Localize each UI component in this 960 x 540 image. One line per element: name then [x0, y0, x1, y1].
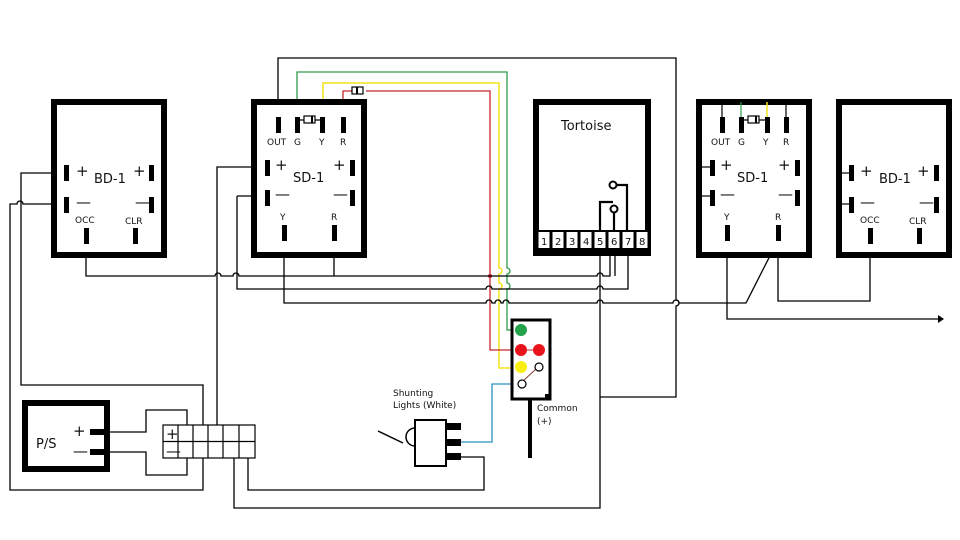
sd1-right-r-label: R	[783, 138, 789, 148]
sd1-left-minus-left: —	[275, 185, 290, 203]
wire-right-r-occ	[777, 240, 871, 302]
tortoise-terminal	[594, 232, 606, 248]
contact-icon	[609, 204, 619, 214]
diode-icon	[744, 115, 765, 124]
sd1-right-title: SD-1	[737, 171, 768, 186]
bd1-left-plus-right: +	[133, 162, 146, 180]
tortoise-terminal	[566, 232, 578, 248]
tortoise-terminal	[636, 232, 648, 248]
tortoise-terminal	[608, 232, 620, 248]
wire-right-y-arrow	[726, 240, 938, 320]
ps-plus: +	[73, 422, 86, 440]
toggle-label-1: Shunting	[393, 389, 433, 399]
common-plus-label: (+)	[537, 417, 552, 427]
bd1-right-minus-right: —	[919, 193, 934, 211]
bd1-left-block: + + BD-1 — — OCC CLR	[51, 99, 167, 258]
wire-bd1-minus	[9, 200, 204, 491]
lamp-white-icon	[534, 362, 544, 372]
tortoise-terminal-label: 4	[583, 237, 589, 248]
ps-title: P/S	[36, 437, 56, 452]
sd1-right-plus-right: +	[778, 156, 791, 174]
ps-minus: —	[73, 442, 88, 460]
lamp-red-icon	[533, 344, 545, 356]
power-supply-block: + — P/S	[22, 400, 110, 472]
tortoise-terminal-label: 1	[541, 237, 547, 248]
tortoise-terminal	[552, 232, 564, 248]
common-label: Common	[537, 404, 578, 414]
sd1-right-minus-left: —	[720, 185, 735, 203]
diode-icon	[300, 115, 320, 124]
wire-bd1-plus	[20, 172, 204, 425]
toggle-switch[interactable]: Shunting Lights (White)	[377, 389, 461, 467]
bd1-right-occ: OCC	[860, 216, 880, 226]
bd1-right-title: BD-1	[879, 172, 911, 187]
terminal-strip: + —	[162, 424, 256, 460]
tortoise-terminal	[580, 232, 592, 248]
bd1-right-plus-right: +	[917, 162, 930, 180]
bd1-right-plus-left: +	[860, 162, 873, 180]
wire-tortoise-5	[233, 250, 601, 509]
tortoise-terminal-label: 6	[611, 237, 617, 248]
lamp-yellow-icon	[515, 361, 527, 373]
sd1-left-out-label: OUT	[267, 138, 287, 148]
sd1-left-title: SD-1	[293, 171, 324, 186]
signal-head: Common (+)	[510, 318, 578, 427]
strip-minus: —	[166, 442, 181, 460]
sd1-right-bottom-r: R	[775, 213, 781, 223]
bd1-left-clr: CLR	[125, 217, 143, 227]
sd1-right-g-label: G	[738, 138, 745, 148]
tortoise-terminal-label: 5	[597, 237, 603, 248]
bd1-right-minus-left: —	[860, 193, 875, 211]
wire-red	[342, 90, 515, 351]
contact-icon	[608, 180, 618, 190]
wire-sd1-plus	[216, 166, 263, 425]
bd1-left-minus-right: —	[135, 193, 150, 211]
sd1-left-r-label: R	[340, 138, 346, 148]
wire-row-303	[283, 239, 779, 304]
wire-blue	[461, 383, 515, 443]
tortoise-terminal-label: 2	[555, 237, 561, 248]
sd1-right-out-label: OUT	[711, 138, 731, 148]
bd1-left-plus-left: +	[76, 162, 89, 180]
tortoise-terminal	[538, 232, 550, 248]
bd1-right-block: + + BD-1 — — OCC CLR	[836, 99, 952, 258]
tortoise-terminal-label: 7	[625, 237, 631, 248]
sd1-left-bottom-y: Y	[279, 213, 286, 223]
sd1-right-y-label: Y	[762, 138, 769, 148]
sd1-left-block: OUT G Y R + + SD-1 — — Y R	[251, 99, 367, 258]
wire-strip-toggle	[247, 450, 485, 491]
toggle-label-2: Lights (White)	[393, 401, 456, 411]
toggle-lever-icon[interactable]	[377, 430, 404, 444]
bd1-left-title: BD-1	[94, 172, 126, 187]
lamp-white-icon	[517, 379, 527, 389]
lamp-green-icon	[515, 324, 527, 336]
tortoise-title: Tortoise	[560, 119, 611, 134]
tortoise-terminal-label: 8	[639, 237, 645, 248]
sd1-left-plus-left: +	[275, 156, 288, 174]
sd1-left-g-label: G	[294, 138, 301, 148]
bd1-right-clr: CLR	[909, 217, 927, 227]
sd1-right-block: OUT G Y R + + SD-1 — — Y R	[696, 99, 812, 258]
sd1-left-plus-right: +	[333, 156, 346, 174]
sd1-left-minus-right: —	[333, 185, 348, 203]
sd1-right-plus-left: +	[720, 156, 733, 174]
lamp-red-icon	[515, 344, 527, 356]
sd1-left-bottom-r: R	[331, 213, 337, 223]
tortoise-terminal-label: 3	[569, 237, 575, 248]
tortoise-terminal	[622, 232, 634, 248]
sd1-left-y-label: Y	[318, 138, 325, 148]
arrow-head-icon	[938, 315, 944, 323]
bd1-left-minus-left: —	[76, 193, 91, 211]
sd1-right-bottom-y: Y	[723, 213, 730, 223]
wire-ps-minus	[110, 450, 188, 476]
wire-ps-plus	[110, 409, 188, 433]
strip-plus: +	[166, 425, 179, 443]
bd1-left-occ: OCC	[75, 216, 95, 226]
diode-red-wire-icon	[351, 86, 364, 95]
sd1-right-minus-right: —	[778, 185, 793, 203]
